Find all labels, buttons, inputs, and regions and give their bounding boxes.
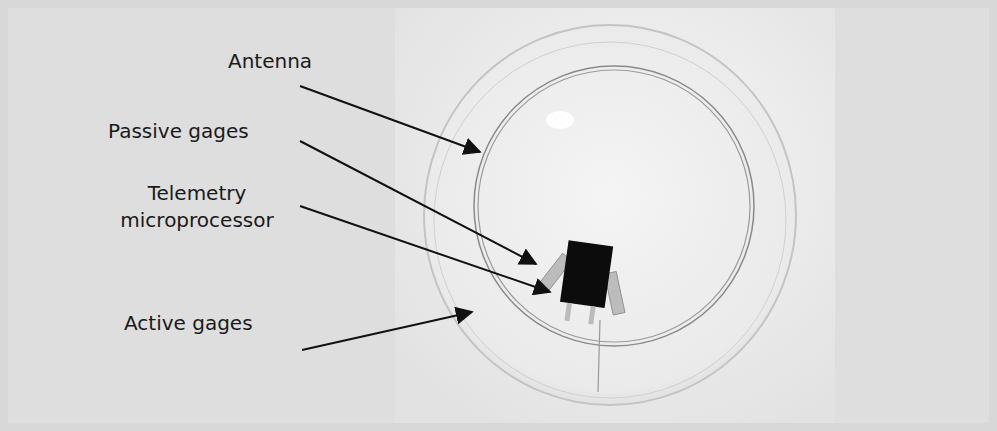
leader-line [300, 86, 480, 152]
lens-edge [434, 42, 786, 398]
frame [8, 8, 989, 423]
part-label: Telemetry microprocessor [108, 180, 286, 234]
leader-line [302, 312, 472, 350]
part-label: Active gages [124, 310, 344, 337]
antenna-ring [478, 70, 750, 342]
contact-lens [424, 25, 796, 405]
leader-line [300, 206, 550, 292]
part-label: Passive gages [108, 118, 328, 145]
part-label: Antenna [228, 48, 428, 75]
antenna-ring [474, 66, 754, 346]
sensor-assembly [534, 237, 634, 329]
wire [598, 320, 600, 392]
highlight [546, 111, 574, 129]
photo-background [395, 8, 835, 423]
